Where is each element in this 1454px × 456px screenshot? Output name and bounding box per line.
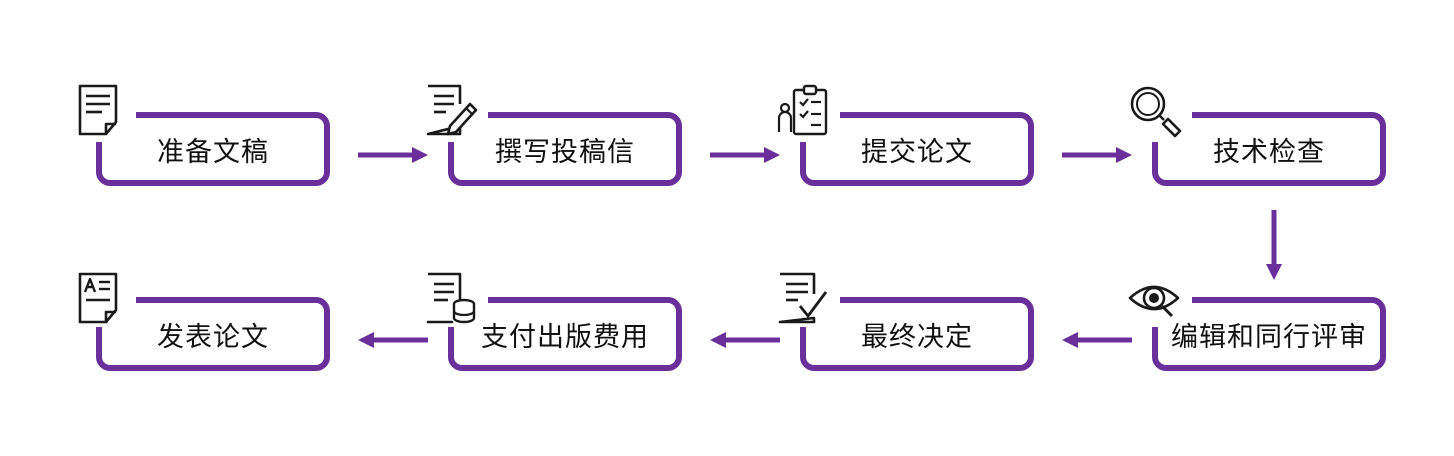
arrow-right-icon xyxy=(358,147,428,163)
step-label: 技术检查 xyxy=(1213,136,1325,168)
step-label: 支付出版费用 xyxy=(481,321,649,353)
step-label: 撰写投稿信 xyxy=(495,136,635,168)
step-prepare-manuscript: 准备文稿 xyxy=(96,86,344,186)
arrow-left-icon xyxy=(358,332,428,348)
step-box: 支付出版费用 xyxy=(448,297,682,371)
arrow-down-icon xyxy=(1266,210,1282,280)
arrow-left-icon xyxy=(1062,332,1132,348)
step-label: 编辑和同行评审 xyxy=(1171,321,1367,353)
step-box: 最终决定 xyxy=(800,297,1034,371)
step-box: 撰写投稿信 xyxy=(448,112,682,186)
step-submit-paper: 提交论文 xyxy=(800,86,1048,186)
arrow-left-icon xyxy=(710,332,780,348)
document-coins-icon xyxy=(426,272,476,324)
step-label: 发表论文 xyxy=(157,321,269,353)
edit-document-icon xyxy=(426,84,478,136)
arrow-right-icon xyxy=(710,147,780,163)
checklist-person-icon xyxy=(777,84,828,136)
magnifier-icon xyxy=(1130,86,1182,138)
text-document-icon xyxy=(78,272,118,324)
step-box: 技术检查 xyxy=(1152,112,1386,186)
step-box: 发表论文 xyxy=(96,297,330,371)
step-box: 准备文稿 xyxy=(96,112,330,186)
step-label: 提交论文 xyxy=(861,136,973,168)
step-label: 准备文稿 xyxy=(157,136,269,168)
document-check-icon xyxy=(778,272,828,324)
step-final-decision: 最终决定 xyxy=(800,271,1048,371)
step-editorial-peer-review: 编辑和同行评审 xyxy=(1152,271,1400,371)
arrow-right-icon xyxy=(1062,147,1132,163)
step-technical-check: 技术检查 xyxy=(1152,86,1400,186)
eye-icon xyxy=(1128,285,1180,318)
step-publish-paper: 发表论文 xyxy=(96,271,344,371)
step-box: 编辑和同行评审 xyxy=(1152,297,1386,371)
step-write-cover-letter: 撰写投稿信 xyxy=(448,86,696,186)
document-icon xyxy=(78,84,118,136)
step-pay-publication-fee: 支付出版费用 xyxy=(448,271,696,371)
step-label: 最终决定 xyxy=(861,321,973,353)
step-box: 提交论文 xyxy=(800,112,1034,186)
